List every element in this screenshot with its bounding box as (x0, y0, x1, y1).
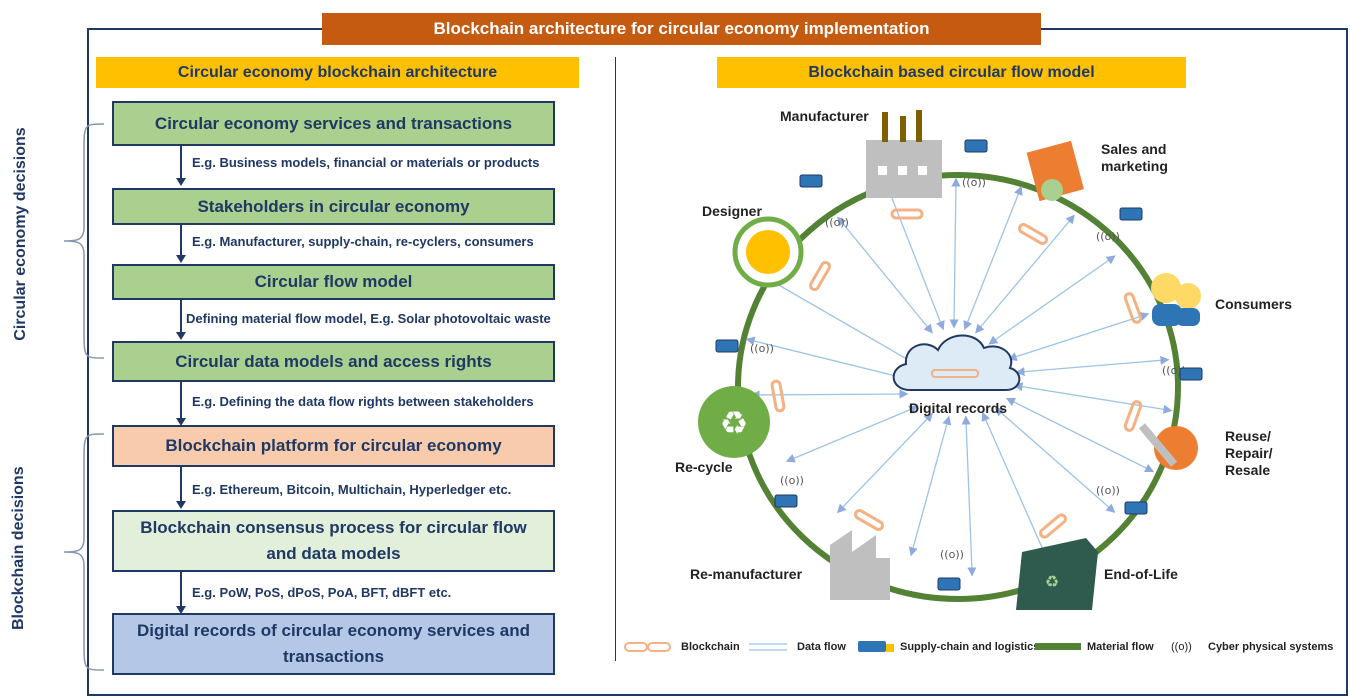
svg-text:((o)): ((o)) (940, 548, 964, 561)
consumers-icon (1151, 273, 1201, 326)
note-consensus-algorithms: E.g. PoW, PoS, dPoS, PoA, BFT, dBFT etc. (192, 585, 452, 600)
legend-dataflow: Data flow (797, 641, 846, 653)
node-label-reuse: Reuse/ Repair/ Resale (1225, 428, 1273, 478)
box-stakeholders: Stakeholders in circular economy (112, 188, 555, 225)
note-platforms: E.g. Ethereum, Bitcoin, Multichain, Hype… (192, 482, 512, 497)
recycle-icon: ♻ (698, 386, 770, 458)
node-label-designer: Designer (702, 203, 762, 219)
box-consensus-process: Blockchain consensus process for circula… (112, 510, 555, 572)
box-blockchain-platform: Blockchain platform for circular economy (112, 425, 555, 467)
left-heading: Circular economy blockchain architecture (96, 57, 579, 88)
legend-material-flow-swatch (1035, 643, 1081, 650)
svg-text:((o)): ((o)) (1096, 484, 1120, 497)
circular-flow-diagram: ((o)) ((o)) ((o)) ((o)) ((o)) ((o)) ((o)… (698, 110, 1203, 610)
legend-cyber-physical: Cyber physical systems (1208, 641, 1334, 653)
arrow-down (176, 300, 186, 340)
cyber-physical-marks: ((o)) ((o)) ((o)) ((o)) ((o)) ((o)) ((o)… (750, 176, 1186, 561)
node-label-consumers: Consumers (1215, 296, 1293, 312)
note-manufacturer: E.g. Manufacturer, supply-chain, re-cycl… (192, 234, 534, 249)
svg-text:♻: ♻ (1045, 574, 1059, 591)
svg-text:♻: ♻ (720, 405, 749, 441)
legend-truck-icon (858, 641, 894, 652)
note-material-flow: Defining material flow model, E.g. Solar… (186, 311, 551, 326)
node-label-remanufacturer: Re-manufacturer (690, 566, 803, 582)
center-label-digital-records: Digital records (909, 400, 1008, 416)
note-data-flow-rights: E.g. Defining the data flow rights betwe… (192, 394, 534, 409)
main-title: Blockchain architecture for circular eco… (322, 13, 1041, 45)
legend-blockchain: Blockchain (681, 641, 740, 653)
box-circular-services: Circular economy services and transactio… (112, 101, 555, 146)
svg-text:((o)): ((o)) (825, 216, 849, 229)
blockchain-chain-marks (770, 208, 1143, 539)
arrow-down (176, 382, 186, 426)
legend-supply-chain: Supply-chain and logistics (900, 641, 1040, 653)
data-flow-arrows (745, 177, 1173, 577)
designer-head-icon (732, 216, 804, 288)
right-heading: Blockchain based circular flow model (717, 57, 1186, 88)
svg-text:((o)): ((o)) (962, 176, 986, 189)
supply-chain-trucks (715, 139, 1203, 591)
brace-circular-decisions (63, 123, 105, 359)
digital-records-cloud (892, 334, 1021, 391)
legend-dataflow-icon (749, 643, 787, 651)
note-business-models: E.g. Business models, financial or mater… (192, 155, 540, 170)
arrow-down (176, 572, 186, 614)
brace-blockchain-decisions (63, 433, 105, 671)
node-label-manufacturer: Manufacturer (780, 108, 869, 124)
shopping-bag-icon (1026, 140, 1084, 202)
box-digital-records: Digital records of circular economy serv… (112, 613, 555, 675)
node-label-end-of-life: End-of-Life (1104, 566, 1178, 582)
side-label-blockchain-decisions: Blockchain decisions (10, 466, 27, 630)
arrow-down (176, 146, 186, 186)
node-label-sales: Sales and marketing (1101, 141, 1168, 174)
section-divider (615, 57, 616, 661)
legend-material-flow: Material flow (1087, 641, 1154, 653)
remanufacturer-factory-icon (830, 530, 890, 600)
repair-tools-icon (1138, 423, 1198, 470)
dumpster-icon: ♻ (1016, 538, 1098, 610)
svg-text:((o)): ((o)) (780, 474, 804, 487)
svg-text:((o)): ((o)) (1096, 230, 1120, 243)
node-label-recycle: Re-cycle (675, 459, 733, 475)
arrow-down (176, 467, 186, 509)
svg-text:((o)): ((o)) (750, 342, 774, 355)
legend-blockchain-icon (624, 642, 671, 652)
side-label-circular-economy-decisions: Circular economy decisions (12, 127, 29, 341)
arrow-down (176, 225, 186, 263)
box-circular-flow-model: Circular flow model (112, 264, 555, 300)
factory-icon (866, 110, 942, 198)
box-circular-data-models: Circular data models and access rights (112, 341, 555, 382)
legend-cps-icon: ((o)) (1171, 641, 1192, 653)
